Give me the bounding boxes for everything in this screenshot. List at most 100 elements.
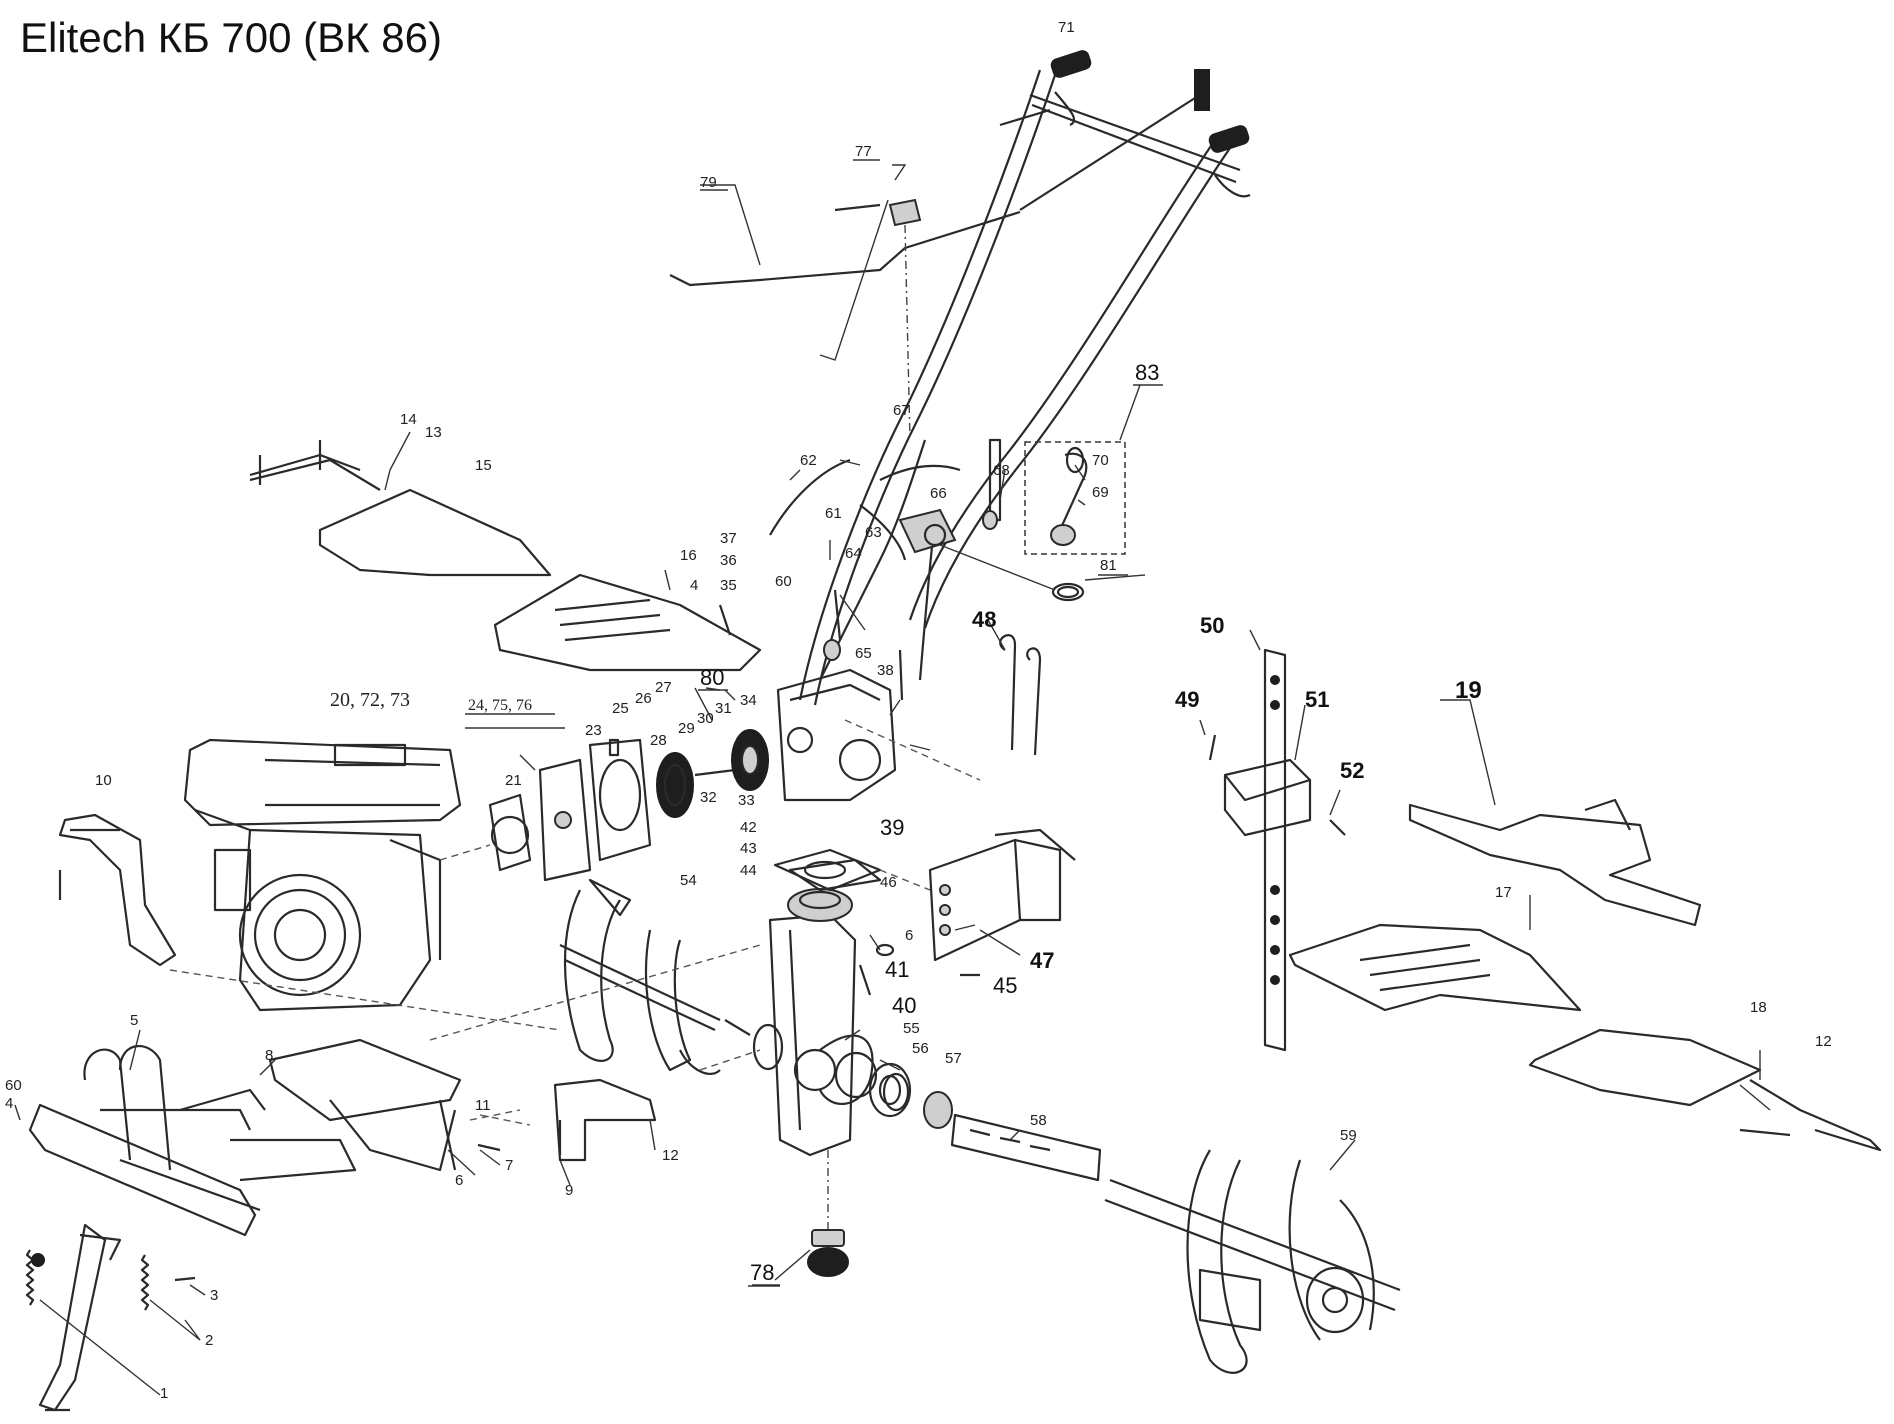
label-2: 2	[205, 1332, 213, 1349]
label-58: 58	[1030, 1112, 1047, 1129]
bracket-47	[928, 828, 1076, 962]
front-stand-5	[28, 1045, 357, 1237]
label-77: 77	[855, 143, 872, 160]
gaskets-21-24	[488, 738, 652, 882]
label-52: 52	[1340, 758, 1364, 783]
label-5: 5	[130, 1012, 138, 1029]
label-79: 79	[700, 174, 717, 191]
label-38: 38	[877, 662, 894, 679]
bracket-19	[1408, 798, 1702, 927]
label-6-gear: 6	[905, 927, 913, 944]
label-9: 9	[565, 1182, 573, 1199]
fender-left-15	[249, 440, 552, 577]
label-69: 69	[1092, 484, 1109, 501]
label-67: 67	[893, 402, 910, 419]
label-7: 7	[505, 1157, 513, 1174]
label-14: 14	[400, 411, 417, 428]
part-labels: 1 2 3 4 5 6 7 8 9 10 11 12 12 13 14 15 1…	[5, 19, 1832, 1402]
engine-20	[183, 738, 462, 1012]
label-46: 46	[880, 874, 897, 891]
label-24-75-76: 24, 75, 76	[468, 697, 532, 714]
label-34: 34	[740, 692, 757, 709]
label-70: 70	[1092, 452, 1109, 469]
label-50: 50	[1200, 613, 1224, 638]
label-51: 51	[1305, 687, 1329, 712]
label-underlines	[465, 159, 1163, 1287]
leader-lines	[14, 164, 1771, 1396]
fender-16	[493, 573, 762, 672]
label-83: 83	[1135, 360, 1159, 385]
label-18: 18	[1750, 999, 1767, 1016]
label-49: 49	[1175, 687, 1199, 712]
label-40: 40	[892, 993, 916, 1018]
label-28: 28	[650, 732, 667, 749]
label-80: 80	[700, 665, 724, 690]
assembly-guide-lines	[169, 719, 981, 1126]
label-23: 23	[585, 722, 602, 739]
shaft-58	[868, 1062, 1102, 1182]
label-64: 64	[845, 545, 862, 562]
label-32: 32	[700, 789, 717, 806]
label-35: 35	[720, 577, 737, 594]
bracket-9	[553, 1078, 657, 1162]
label-26: 26	[635, 690, 652, 707]
label-11: 11	[475, 1097, 491, 1114]
label-17: 17	[1495, 884, 1512, 901]
tiller-59	[1104, 1149, 1401, 1374]
label-57: 57	[945, 1050, 962, 1067]
label-44: 44	[740, 862, 757, 879]
plate-8	[268, 1038, 462, 1172]
drain-plug-78	[807, 1150, 849, 1277]
label-16: 16	[680, 547, 697, 564]
label-61: 61	[825, 505, 842, 522]
diagram-title: Elitech КБ 700 (ВК 86)	[20, 14, 443, 61]
label-41: 41	[885, 957, 909, 982]
label-60-left: 60	[5, 1077, 22, 1094]
label-36: 36	[720, 552, 737, 569]
engine-bracket-10	[58, 813, 177, 967]
label-12-right: 12	[1815, 1033, 1832, 1050]
label-19: 19	[1455, 677, 1482, 704]
label-3: 3	[210, 1287, 218, 1304]
label-4-left: 4	[5, 1095, 13, 1112]
label-15: 15	[475, 457, 492, 474]
label-78: 78	[750, 1260, 774, 1285]
label-39: 39	[880, 815, 904, 840]
label-68: 68	[993, 462, 1010, 479]
label-6: 6	[455, 1172, 463, 1189]
throttle-rod	[669, 198, 1021, 441]
label-33: 33	[738, 792, 755, 809]
label-4: 4	[690, 577, 698, 594]
crank-kit-83	[1024, 441, 1126, 555]
label-25: 25	[612, 700, 629, 717]
label-48: 48	[972, 607, 996, 632]
handlebar-assembly	[798, 50, 1251, 706]
label-45: 45	[993, 973, 1017, 998]
label-21: 21	[505, 772, 522, 789]
kickstand-1	[25, 1223, 196, 1412]
label-37: 37	[720, 530, 737, 547]
label-8: 8	[265, 1047, 273, 1064]
label-63: 63	[865, 524, 882, 541]
pins-48	[999, 634, 1042, 756]
label-66: 66	[930, 485, 947, 502]
label-47: 47	[1030, 948, 1054, 973]
label-81: 81	[1100, 557, 1117, 574]
label-65: 65	[855, 645, 872, 662]
label-13: 13	[425, 424, 442, 441]
label-55: 55	[903, 1020, 920, 1037]
label-56: 56	[912, 1040, 929, 1057]
label-62: 62	[800, 452, 817, 469]
label-42: 42	[740, 819, 757, 836]
label-71: 71	[1058, 19, 1075, 36]
clutch-parts	[608, 729, 769, 818]
label-43: 43	[740, 840, 757, 857]
label-59: 59	[1340, 1127, 1357, 1144]
fender-18	[1528, 1028, 1882, 1152]
label-10: 10	[95, 772, 112, 789]
label-29: 29	[678, 720, 695, 737]
label-60: 60	[775, 573, 792, 590]
gearbox-assembly	[768, 668, 897, 1157]
label-30: 30	[697, 710, 714, 727]
